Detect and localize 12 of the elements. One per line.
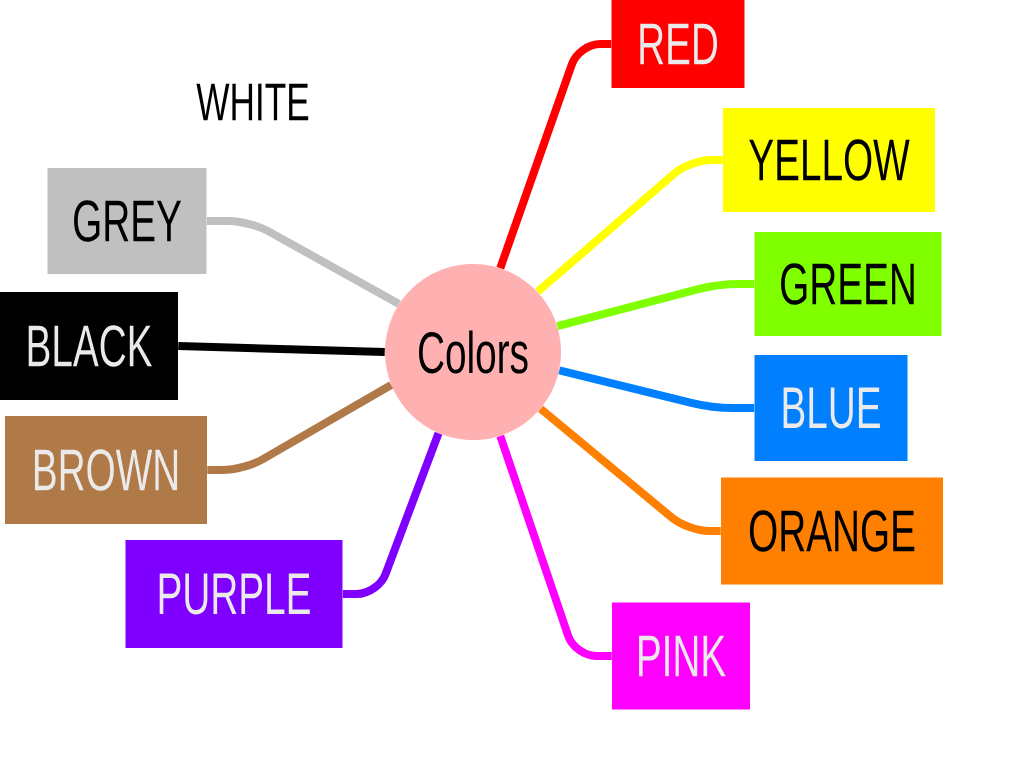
topic-box: RED — [611, 0, 745, 88]
topic-box: PINK — [612, 602, 750, 710]
topic-box: BLUE — [754, 355, 908, 461]
topic-box: ORANGE — [721, 477, 943, 585]
topic-box: YELLOW — [723, 108, 935, 212]
topic-box: BLACK — [0, 292, 178, 400]
topic-box: BROWN — [5, 416, 207, 524]
branch-line — [206, 217, 401, 308]
topic-box: PURPLE — [125, 540, 343, 648]
topic-box: GREY — [47, 168, 207, 274]
floating-text: WHITE — [196, 83, 309, 121]
topic-box: GREEN — [754, 232, 942, 336]
